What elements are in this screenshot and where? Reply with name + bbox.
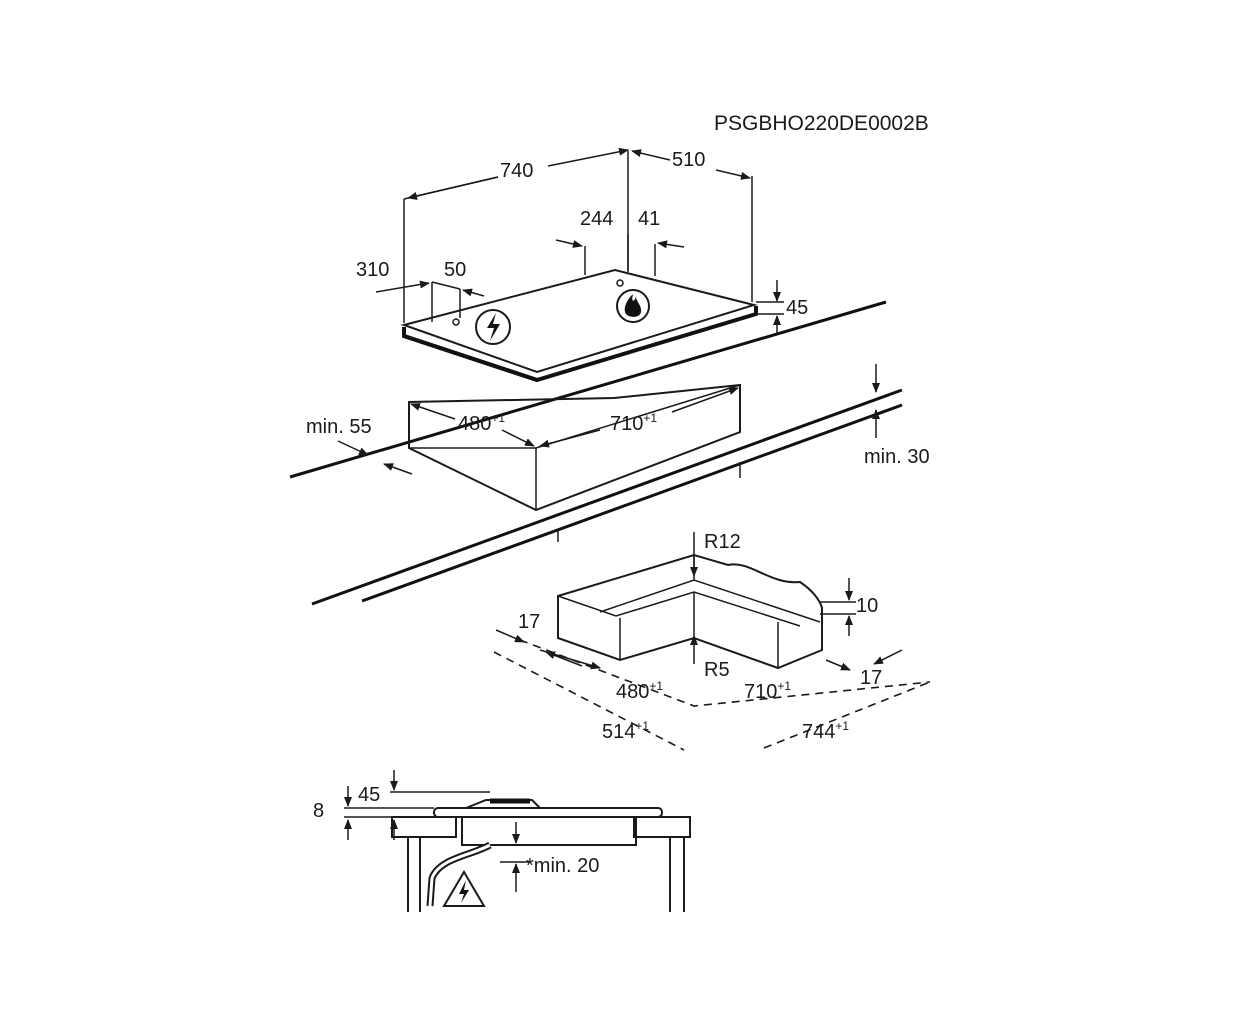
dim-height-45: 45 [786, 297, 808, 319]
dim-45-side: 45 [358, 784, 380, 806]
hob-body-section [461, 816, 637, 846]
radius-r5: R5 [704, 659, 730, 681]
dim-depth-510: 510 [672, 149, 705, 171]
drawing-code: PSGBHO220DE0002B [714, 112, 929, 135]
electrical-warning-icon [442, 870, 486, 907]
dim-min-30: min. 30 [864, 446, 930, 468]
electric-connection-icon [475, 309, 511, 345]
hob-top-surface [400, 268, 758, 374]
dim-41: 41 [638, 208, 660, 230]
corner-710: 710+1 [744, 679, 791, 703]
dim-min-55: min. 55 [306, 416, 372, 438]
dim-17-left: 17 [518, 611, 540, 633]
worktop-front-edge-upper [289, 300, 887, 479]
power-cable [426, 841, 492, 907]
dim-8: 8 [313, 800, 324, 822]
gas-connection-icon [616, 289, 650, 323]
dim-17-right: 17 [860, 667, 882, 689]
dim-width-740: 740 [500, 160, 533, 182]
dim-10: 10 [856, 595, 878, 617]
corner-detail-drawing: R12 R5 10 17 17 480+1 710+1 514+1 744+1 [493, 531, 931, 751]
radius-r12: R12 [704, 531, 741, 553]
corner-block [557, 553, 823, 670]
dim-min-20: *min. 20 [526, 855, 599, 877]
cutout-480: 480+1 [458, 411, 505, 435]
dim-50: 50 [444, 259, 466, 281]
worktop-drawing: 480+1 710+1 min. 55 min. 30 [289, 300, 930, 606]
hob-glass-section [433, 807, 663, 818]
dim-244: 244 [580, 208, 613, 230]
corner-744: 744+1 [802, 719, 849, 743]
cutout-710: 710+1 [610, 411, 657, 435]
dim-310: 310 [356, 259, 389, 281]
corner-514: 514+1 [602, 719, 649, 743]
side-section-drawing: 8 45 *min. 20 [313, 770, 691, 912]
hob-drawing: 740 510 244 41 310 50 45 [356, 147, 808, 383]
corner-480: 480+1 [616, 679, 663, 703]
